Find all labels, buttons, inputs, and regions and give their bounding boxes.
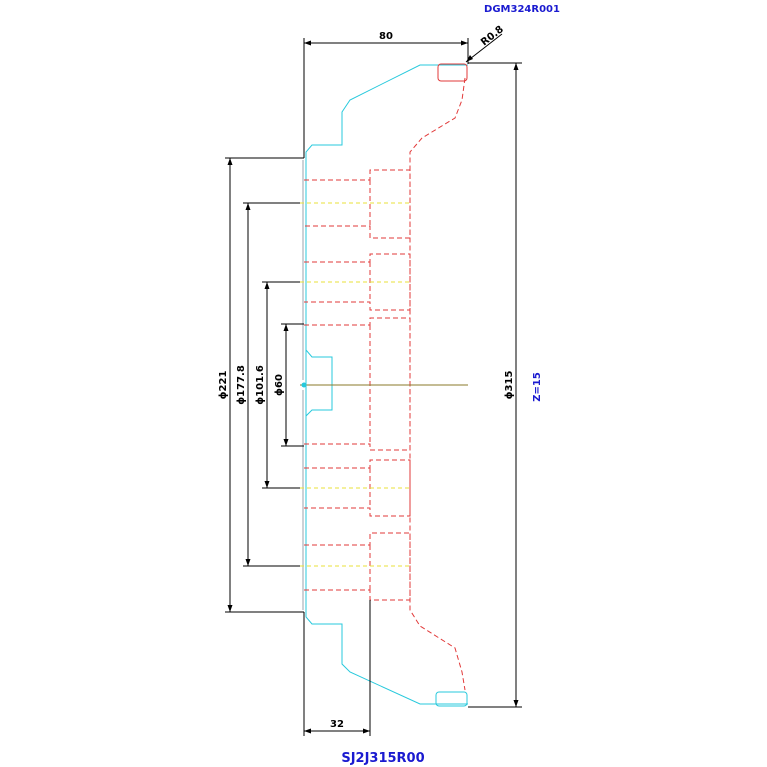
dim-r08-label: R0.8 <box>479 24 506 48</box>
dim-60-label: ϕ60 <box>274 374 285 396</box>
corner-details <box>435 63 468 707</box>
dim-dia-101: ϕ101.6 <box>255 281 300 489</box>
drawing-code-label: DGM324R001 <box>484 4 560 15</box>
dim-dia-60: ϕ60 <box>274 323 304 447</box>
hidden-outline <box>409 77 466 691</box>
dim-80-label: 80 <box>379 31 393 42</box>
dim-dia-221: ϕ221 <box>218 157 304 613</box>
teeth-count-label: Z=15 <box>532 372 543 402</box>
dim-221-label: ϕ221 <box>218 371 229 400</box>
dim-dia-outer: ϕ315 <box>468 62 522 708</box>
dim-width-bottom: 32 <box>303 600 371 736</box>
dim-dia-177: ϕ177.8 <box>236 202 300 567</box>
dim-32-label: 32 <box>330 719 344 730</box>
dim-315-label: ϕ315 <box>504 371 515 400</box>
part-profile <box>302 64 468 705</box>
axis-center-point <box>301 382 307 388</box>
part-code-label: SJ2J315R00 <box>341 751 424 766</box>
dim-width-top: 80 <box>303 31 469 158</box>
dim-101-label: ϕ101.6 <box>255 365 266 405</box>
dim-177-label: ϕ177.8 <box>236 365 247 405</box>
hole-center-lines <box>300 202 468 567</box>
dim-radius: R0.8 <box>465 24 506 63</box>
